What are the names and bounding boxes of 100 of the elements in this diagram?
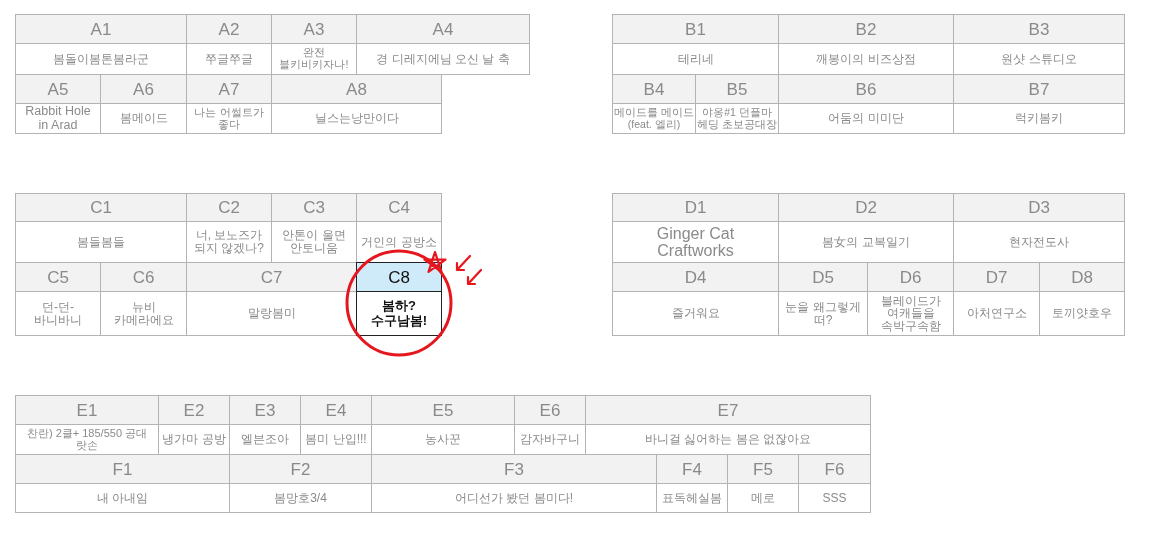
- booth-number: B1: [685, 20, 706, 38]
- booth-name: 바니걸 싫어하는 봄은 없잖아요: [644, 433, 812, 446]
- booth-box: [696, 75, 779, 134]
- booth-number: D7: [985, 268, 1008, 286]
- booth-name: 농사꾼: [424, 433, 462, 446]
- booth-number: B2: [855, 20, 877, 38]
- booth-number: D2: [855, 199, 877, 216]
- booth-number: F2: [290, 460, 311, 478]
- booth-name: 봄미 난입!!!: [304, 433, 368, 446]
- booth-box: [372, 395, 515, 455]
- booth-name: SSS: [821, 491, 848, 505]
- booth-name: 쭈글쭈글: [204, 52, 254, 66]
- booth-box: [728, 455, 799, 513]
- booth-name: 거인의 공방소: [360, 235, 438, 249]
- booth-box: [954, 263, 1040, 336]
- booth-box: [15, 193, 187, 263]
- booth-box: [657, 455, 728, 513]
- booth-number: B7: [1028, 80, 1050, 98]
- booth-number: B3: [1028, 20, 1050, 38]
- booth-number: C7: [260, 268, 283, 286]
- booth-box: [779, 14, 954, 75]
- booth-box: [159, 395, 230, 455]
- booth-box: [230, 395, 301, 455]
- booth-box: [15, 455, 230, 513]
- booth-box: [799, 455, 871, 513]
- booth-number: D6: [899, 268, 922, 286]
- booth-number: A4: [432, 20, 454, 38]
- booth-box: [15, 75, 101, 134]
- booth-name: 깨봉이의 비즈상점: [815, 52, 917, 66]
- booth-name: 완전 블키비키자나!: [278, 47, 350, 71]
- booth-box: [356, 262, 442, 336]
- booth-number: B4: [643, 80, 665, 98]
- booth-box: [187, 193, 272, 263]
- booth-name: 메이드를 메이드 (feat. 엘리): [613, 107, 695, 130]
- booth-number: D8: [1071, 268, 1093, 286]
- booth-number: A5: [47, 80, 69, 98]
- booth-box: [1040, 263, 1125, 336]
- booth-number: C8: [388, 268, 410, 286]
- booth-name: 현자전도사: [1008, 235, 1070, 249]
- booth-number: C2: [218, 199, 240, 216]
- booth-box: [779, 263, 868, 336]
- booth-name: 아처연구소: [965, 307, 1028, 320]
- booth-box: [357, 14, 530, 75]
- booth-name: 봄女의 교복일기: [821, 235, 911, 249]
- booth-box: [612, 193, 779, 263]
- booth-number: C3: [303, 199, 325, 216]
- booth-name: 안톤이 울면 안토니움: [281, 229, 347, 255]
- booth-number: D3: [1028, 199, 1050, 216]
- booth-number: E3: [254, 401, 276, 419]
- booth-box: [954, 14, 1125, 75]
- booth-name: 테리네: [676, 52, 715, 66]
- booth-number: A8: [346, 80, 367, 98]
- booth-box: [101, 263, 187, 336]
- booth-name: 봄메이드: [118, 112, 169, 125]
- booth-box: [372, 455, 657, 513]
- booth-box: [101, 75, 187, 134]
- booth-name: 봄돌이봄톤봄라군: [52, 52, 150, 66]
- booth-name: 표독헤실봄: [661, 491, 723, 505]
- booth-number: B6: [855, 80, 877, 98]
- booth-box: [187, 75, 272, 134]
- booth-number: D5: [812, 268, 834, 286]
- booth-number: F1: [112, 460, 133, 478]
- booth-box: [187, 263, 356, 336]
- booth-number: C1: [90, 199, 112, 216]
- booth-box: [954, 193, 1125, 263]
- booth-number: A1: [90, 20, 112, 38]
- booth-number: E2: [183, 401, 205, 419]
- booth-name: 닐스는낭만이다: [313, 112, 400, 125]
- booth-number: A2: [218, 20, 240, 38]
- booth-box: [779, 193, 954, 263]
- booth-box: [357, 193, 442, 262]
- booth-name: 봄하? 수구남봄!: [369, 299, 429, 328]
- booth-name: 봄망호3/4: [273, 491, 328, 505]
- booth-name: 경 디레지에님 오신 날 축: [375, 52, 511, 66]
- booth-name: 어둠의 미미단: [827, 112, 905, 125]
- booth-number: F5: [753, 460, 773, 478]
- booth-number: E7: [717, 401, 739, 419]
- booth-number: A3: [303, 20, 325, 38]
- booth-name: 뉴비 카메라에요: [112, 300, 175, 327]
- booth-name: 원샷 스튜디오: [1000, 52, 1078, 66]
- booth-number: E6: [539, 401, 561, 419]
- booth-box: [230, 455, 372, 513]
- booth-name: 엘븐조아: [240, 433, 290, 446]
- booth-name: 야옹#1 던플마 헤딩 초보공대장: [696, 107, 778, 130]
- booth-box: [272, 75, 442, 134]
- booth-box: [612, 14, 779, 75]
- booth-box: [612, 75, 696, 134]
- booth-number: A7: [218, 80, 240, 98]
- booth-box: [272, 193, 357, 263]
- booth-number: F3: [504, 460, 524, 478]
- booth-name: 찬란) 2클+ 185/550 공대 랏손: [25, 427, 149, 452]
- booth-box: [612, 263, 779, 336]
- booth-name: 럭키봄키: [1014, 112, 1064, 125]
- booth-box: [272, 14, 357, 75]
- booth-number: B5: [726, 80, 748, 98]
- booth-box: [301, 395, 372, 455]
- booth-number: C5: [47, 268, 69, 286]
- booth-name: Rabbit Hole in Arad: [24, 105, 92, 132]
- booth-name: 즐거워요: [670, 307, 721, 320]
- booth-name: 감자바구니: [519, 433, 581, 446]
